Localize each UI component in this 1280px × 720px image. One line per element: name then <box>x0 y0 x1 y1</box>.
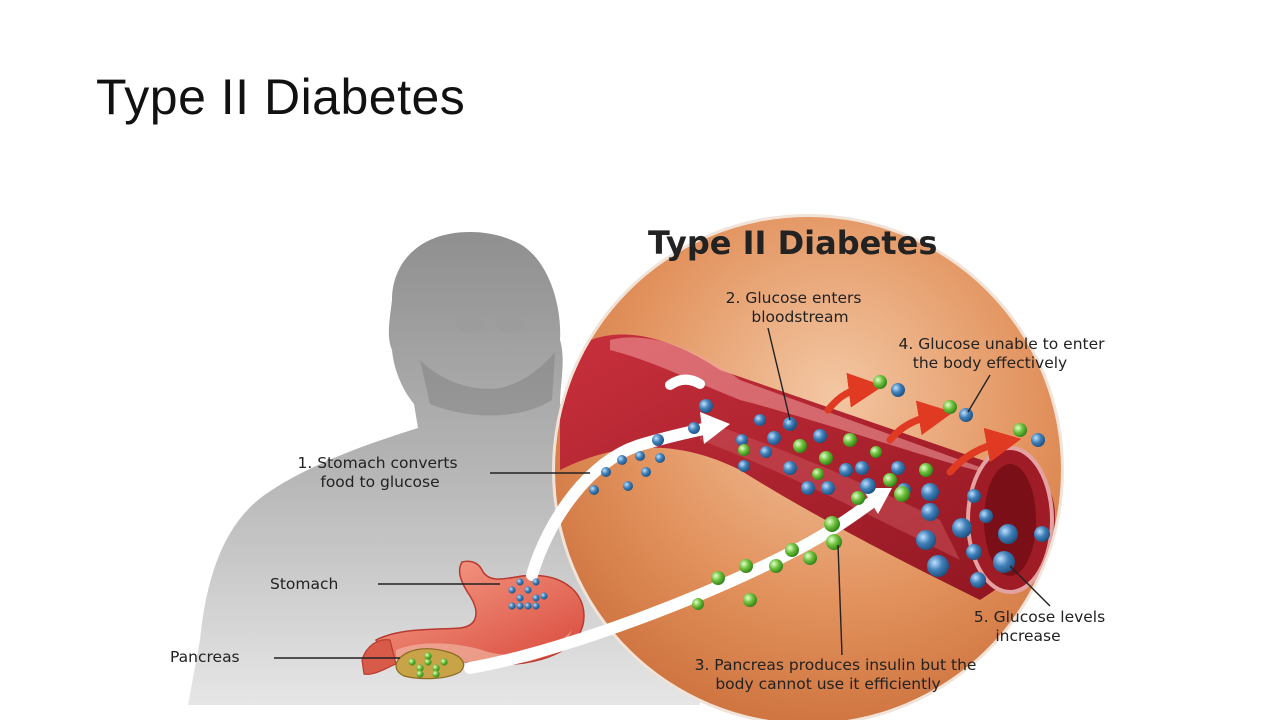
glucose-molecule <box>508 602 516 610</box>
glucose-molecule <box>516 578 524 586</box>
glucose-molecule <box>589 485 599 495</box>
insulin-molecule <box>919 463 933 477</box>
glucose-molecule <box>952 518 972 538</box>
callout-pancreas: Pancreas <box>170 648 240 666</box>
insulin-molecule <box>432 670 440 678</box>
insulin-molecule <box>743 593 757 607</box>
glucose-molecule <box>921 503 939 521</box>
glucose-escape-arrows <box>824 372 1022 476</box>
insulin-molecule <box>440 658 448 666</box>
glucose-molecule <box>508 586 516 594</box>
glucose-molecule <box>655 453 665 463</box>
glucose-molecule <box>516 594 524 602</box>
glucose-molecule <box>891 461 905 475</box>
insulin-molecule <box>711 571 725 585</box>
glucose-molecule <box>966 544 982 560</box>
insulin-molecule <box>883 473 897 487</box>
glucose-molecule <box>699 399 713 413</box>
glucose-molecule <box>927 555 949 577</box>
glucose-molecule <box>532 594 540 602</box>
glucose-molecule <box>1034 526 1050 542</box>
glucose-molecule <box>1031 433 1045 447</box>
glucose-molecule <box>532 602 540 610</box>
insulin-molecule <box>826 534 842 550</box>
flow-arrows <box>464 374 892 674</box>
insulin-molecule <box>1013 423 1027 437</box>
insulin-molecule <box>843 433 857 447</box>
glucose-molecule <box>993 551 1015 573</box>
glucose-molecule <box>532 578 540 586</box>
callout-step2: 2. Glucose enters bloodstream <box>726 289 867 326</box>
glucose-molecule <box>891 383 905 397</box>
glucose-molecule <box>760 446 772 458</box>
insulin-molecule <box>793 439 807 453</box>
glucose-molecule <box>524 602 532 610</box>
insulin-molecule <box>819 451 833 465</box>
insulin-molecule <box>408 658 416 666</box>
insulin-molecule <box>785 543 799 557</box>
glucose-molecule <box>860 478 876 494</box>
callout-step5: 5. Glucose levels increase <box>974 608 1110 645</box>
glucose-molecule <box>767 431 781 445</box>
pancreas-to-blood-arrow <box>464 496 878 674</box>
leader-lines <box>274 327 1051 659</box>
bloodstream-magnifier <box>552 214 1064 720</box>
callout-step1: 1. Stomach converts food to glucose <box>298 454 463 491</box>
glucose-molecule <box>998 524 1018 544</box>
stomach-to-blood-arrow <box>526 422 714 581</box>
glucose-molecule <box>784 418 796 430</box>
insulin-molecule <box>738 444 750 456</box>
diagram-title: Type II Diabetes <box>648 224 937 262</box>
glucose-molecule <box>813 429 827 443</box>
glucose-molecule <box>921 483 939 501</box>
insulin-molecule <box>824 516 840 532</box>
glucose-molecule <box>967 489 981 503</box>
glucose-molecule <box>959 408 973 422</box>
glucose-molecule <box>783 461 797 475</box>
insulin-molecule <box>812 468 824 480</box>
insulin-molecule <box>851 491 865 505</box>
glucose-molecule <box>652 434 664 446</box>
insulin-molecule <box>424 652 432 660</box>
human-silhouette <box>188 232 700 705</box>
insulin-molecule <box>739 559 753 573</box>
insulin-molecule <box>894 486 910 502</box>
insulin-molecule <box>769 559 783 573</box>
glucose-molecule <box>641 467 651 477</box>
glucose-molecule <box>688 422 700 434</box>
molecule-beads <box>408 375 1050 678</box>
insulin-molecule <box>692 598 704 610</box>
insulin-molecule <box>803 551 817 565</box>
glucose-molecule <box>839 463 853 477</box>
glucose-molecule <box>736 434 748 446</box>
insulin-molecule <box>432 664 440 672</box>
glucose-molecule <box>916 530 936 550</box>
glucose-molecule <box>738 460 750 472</box>
glucose-molecule <box>821 481 835 495</box>
glucose-molecule <box>617 455 627 465</box>
glucose-molecule <box>970 572 986 588</box>
slide-title: Type II Diabetes <box>96 69 466 125</box>
glucose-molecule <box>524 586 532 594</box>
insulin-molecule <box>416 664 424 672</box>
insulin-molecule <box>943 400 957 414</box>
callout-step3: 3. Pancreas produces insulin but the bod… <box>695 656 982 693</box>
glucose-molecule <box>540 592 548 600</box>
callout-step4: 4. Glucose unable to enter the body effe… <box>899 335 1110 372</box>
insulin-molecule <box>870 446 882 458</box>
glucose-molecule <box>754 414 766 426</box>
glucose-molecule <box>979 509 993 523</box>
glucose-molecule <box>601 467 611 477</box>
glucose-molecule <box>516 602 524 610</box>
insulin-molecule <box>416 670 424 678</box>
glucose-molecule <box>855 461 869 475</box>
insulin-molecule <box>873 375 887 389</box>
glucose-molecule <box>801 481 815 495</box>
glucose-molecule <box>623 481 633 491</box>
glucose-molecule <box>635 451 645 461</box>
insulin-molecule <box>424 658 432 666</box>
callout-stomach: Stomach <box>270 575 338 593</box>
